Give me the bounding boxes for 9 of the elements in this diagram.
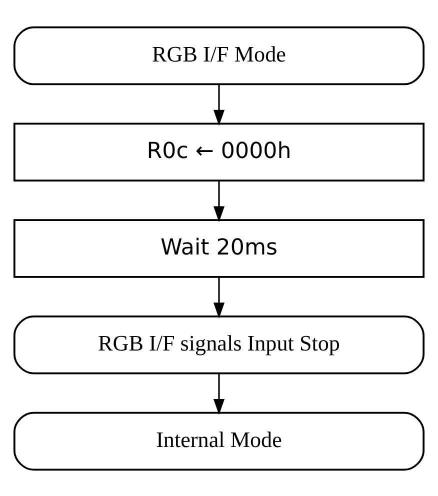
arrow: [213, 372, 225, 414]
arrow: [213, 180, 225, 222]
node-box: RGB I/F signals Input Stop: [13, 314, 425, 374]
arrow: [213, 84, 225, 126]
node-box: RGB I/F Mode: [13, 26, 425, 85]
node-box: Internal Mode: [13, 411, 425, 470]
node-box: Wait 20ms: [13, 218, 425, 278]
arrow: [213, 276, 225, 318]
node-box: R0c ← 0000h: [13, 122, 425, 182]
